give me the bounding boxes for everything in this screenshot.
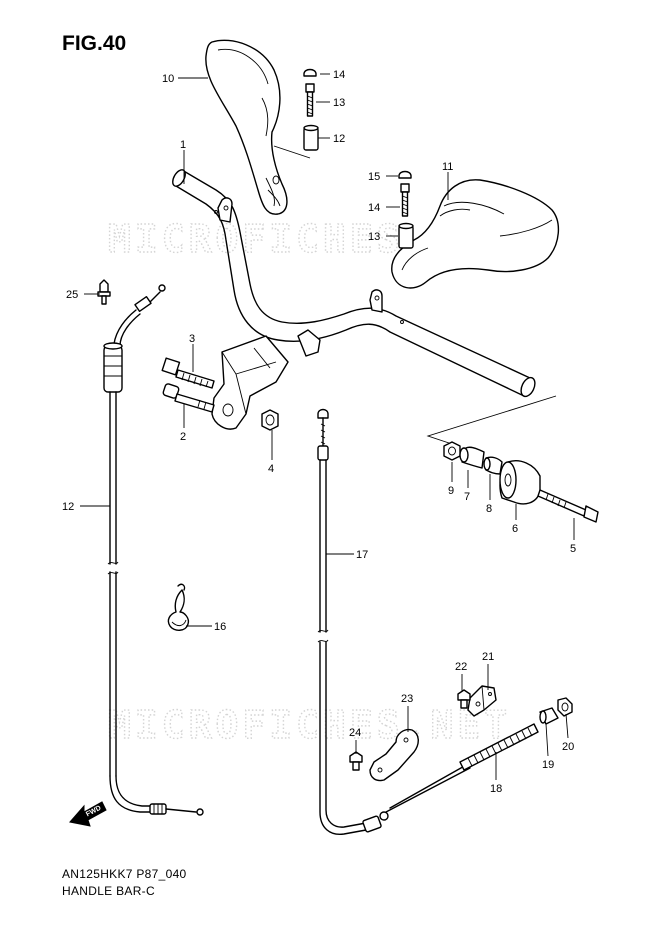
handlebar-holder[interactable]: [211, 335, 289, 430]
mirror-cap-right[interactable]: [398, 170, 412, 179]
left-mirror[interactable]: [205, 39, 311, 215]
holder-bolt-upper[interactable]: [161, 357, 215, 389]
callout-10: 10: [162, 73, 174, 85]
callout-16: 16: [214, 621, 226, 633]
cable-guide[interactable]: [369, 728, 419, 782]
mirror-bolt-right[interactable]: [400, 183, 410, 217]
callout-13: 13: [333, 97, 345, 109]
balancer-screw[interactable]: [537, 489, 599, 523]
callout-12: 12: [333, 133, 345, 145]
balancer-nut[interactable]: [443, 441, 461, 461]
callout-15: 12: [62, 501, 74, 513]
callout-14: 14: [333, 69, 345, 81]
figure-code: AN125HKK7 P87_040: [62, 867, 187, 881]
mirror-spacer-left[interactable]: [303, 124, 319, 151]
callout-2: 2: [180, 431, 186, 443]
cable-guide-bracket[interactable]: [467, 685, 497, 717]
callout-23: 23: [401, 693, 413, 705]
mirror-spacer-right[interactable]: [398, 222, 414, 249]
guide-bolt[interactable]: [349, 751, 363, 771]
callout-8: 8: [486, 503, 492, 515]
callout-6: 6: [512, 523, 518, 535]
callout-17: 17: [356, 549, 368, 561]
callout-19: 19: [542, 759, 554, 771]
callout-25: 25: [66, 289, 78, 301]
holder-bolt-lower[interactable]: [162, 383, 215, 413]
mirror-bolt-left[interactable]: [305, 83, 315, 117]
cable-clamp-bolt[interactable]: [97, 279, 111, 305]
callout-14: 15: [368, 171, 380, 183]
forward-arrow-icon: FWD: [69, 801, 107, 827]
callout-7: 7: [464, 491, 470, 503]
adjusting-nut[interactable]: [557, 697, 573, 717]
throttle-cable[interactable]: [103, 284, 204, 816]
callout-24: 24: [349, 727, 361, 739]
watermark-bottom: MICROFICHES.NET: [108, 703, 511, 747]
figure-title: FIG.40: [62, 32, 127, 55]
brake-cable-spring-end[interactable]: [385, 723, 539, 813]
brake-cable[interactable]: [317, 408, 389, 835]
bracket-bolt[interactable]: [457, 689, 471, 709]
handlebar[interactable]: [170, 168, 537, 399]
balancer-weight[interactable]: [499, 460, 541, 505]
holder-nut[interactable]: [261, 409, 279, 431]
callout-3: 3: [189, 333, 195, 345]
callout-11: 11: [442, 161, 453, 173]
callout-1: 1: [180, 139, 186, 151]
figure-name: HANDLE BAR-C: [62, 884, 155, 898]
callout-9: 9: [448, 485, 454, 497]
callout-22: 22: [455, 661, 467, 673]
callout-13: 14: [368, 202, 380, 214]
callout-20: 20: [562, 741, 574, 753]
callout-4: 4: [268, 463, 274, 475]
balancer-cushion[interactable]: [483, 456, 503, 475]
callout-12: 13: [368, 231, 380, 243]
leader-lines: [80, 73, 575, 780]
cable-joint[interactable]: [539, 707, 559, 725]
right-mirror[interactable]: [391, 179, 559, 289]
cable-spring[interactable]: [167, 583, 190, 631]
callout-21: 21: [482, 651, 494, 663]
callout-18: 18: [490, 783, 502, 795]
balancer-collar[interactable]: [459, 446, 485, 469]
callout-5: 5: [570, 543, 576, 555]
callouts: 10 1 14 13 12 15 14 13 11 25 3 2 4 9 7 8…: [62, 69, 576, 795]
mirror-cap-left[interactable]: [303, 68, 317, 77]
